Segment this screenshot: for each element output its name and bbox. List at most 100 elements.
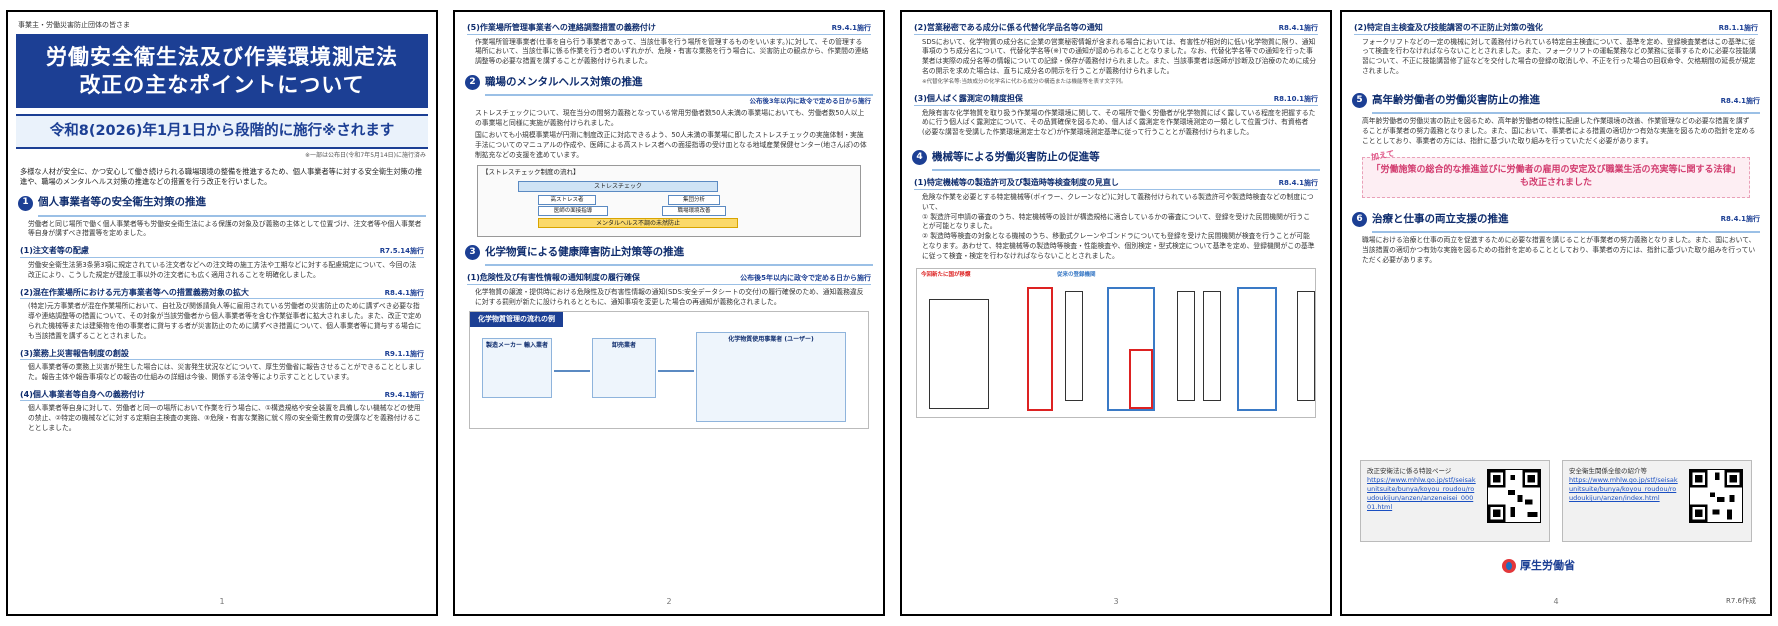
subsection-text: 危険有害な化学物質を取り扱う作業場の作業環境に関して、その場所で働く労働者が化学… xyxy=(922,108,1316,137)
subsection-3-heading: (3)業務上災害報告制度の創設 R9.1.1施行 xyxy=(20,348,424,361)
created-date: R7.6作成 xyxy=(1726,596,1756,605)
section-text: 労働者と同じ場所で働く個人事業者等も労働安全衛生法による保護の対象及び義務の主体… xyxy=(28,219,422,238)
also-label: 加えて xyxy=(1370,148,1396,162)
section-number: 4 xyxy=(912,150,927,166)
also-text: 「労働施策の総合的な推進並びに労働者の雇用の安定及び職業生活の充実等に関する法律… xyxy=(1371,164,1741,189)
title-line-2: 改正の主なポイントについて xyxy=(79,73,365,98)
process-box xyxy=(1203,290,1221,401)
divider xyxy=(38,214,426,217)
inspection-flow-diagram: 今回新たに国が移譲 従来の登録機関 xyxy=(916,267,1316,418)
flow-caption: 【ストレスチェック制度の流れ】 xyxy=(482,167,580,176)
subsection-text: 個人事業者等の業務上災害が発生した場合には、災害発生状況などについて、厚生労働省… xyxy=(28,363,422,381)
subsection-date: R8.10.1施行 xyxy=(1273,94,1318,103)
subsection-title: (3)業務上災害報告制度の創設 xyxy=(20,348,129,358)
stress-check-flow-diagram: 【ストレスチェック制度の流れ】 ストレスチェック 高ストレス者 集団分析 医師の… xyxy=(477,164,861,237)
subsection-date: R8.1.1施行 xyxy=(1718,24,1758,32)
effective-note: ※一部は公布日(令和7年5月14日)に施行済み xyxy=(305,151,426,159)
section-text: 高年齢労働者の労働災害の防止を図るため、高年齢労働者の特性に配慮した作業環境の改… xyxy=(1362,117,1756,145)
subsection-4-heading: (4)個人事業者等自身への義務付け R9.4.1施行 xyxy=(20,389,424,402)
also-amended-banner: 加えて 「労働施策の総合的な推進並びに労働者の雇用の安定及び職業生活の充実等に関… xyxy=(1362,149,1750,198)
user-label: 化学物質使用事業者 (ユーザー) xyxy=(728,336,814,344)
section-title: 化学物質による健康障害防止対策等の推進 xyxy=(485,245,685,258)
list-item: ② 製造時等検査の対象となる機械のうち、移動式クレーンやゴンドラについても登録を… xyxy=(922,232,1315,260)
section-date: R8.4.1施行 xyxy=(1720,96,1760,105)
links-area: 改正安衛法に係る特設ページ https://www.mhlw.go.jp/stf… xyxy=(1360,460,1752,542)
divider xyxy=(485,94,873,97)
subsection-title: (1)特定機械等の製造許可及び製造時等検査制度の見直し xyxy=(914,178,1119,188)
diagram-header: 化学物質管理の流れの例 xyxy=(470,312,563,327)
section-number: 6 xyxy=(1352,211,1367,227)
distributor-box xyxy=(592,338,656,399)
arrow-icon xyxy=(658,370,694,373)
flow-prevention: メンタルヘルス不調の未然防止 xyxy=(538,217,738,228)
subsection-title: (3)個人ばく露測定の精度担保 xyxy=(914,93,1023,103)
legend-blue: 従来の登録機関 xyxy=(1057,271,1096,278)
subsection-text: 危険な作業を必要とする特定機械等(ボイラー、クレーンなど)に対して義務付けられて… xyxy=(922,192,1314,211)
subsection-text: フォークリフトなどの一定の機械に対して義務付けられている特定自主検査について、基… xyxy=(1362,37,1756,76)
link-url[interactable]: https://www.mhlw.go.jp/stf/seisakunitsui… xyxy=(1367,476,1476,511)
flow-high-stress: 高ストレス者 xyxy=(538,194,596,205)
page-2: (5)作業場所管理事業者への連絡調整措置の義務付け R9.4.1施行 作業場所管… xyxy=(453,10,885,616)
qr-code-icon xyxy=(1487,469,1541,523)
arrow-icon xyxy=(554,370,590,373)
hero-banner: 労働安全衛生法及び作業環境測定法 改正の主なポイントについて xyxy=(16,34,428,108)
section-title: 治療と仕事の両立支援の推進 xyxy=(1372,212,1509,225)
page-number: 2 xyxy=(666,597,672,607)
process-box xyxy=(1065,290,1083,401)
ministry-name: 厚生労働省 xyxy=(1520,559,1575,572)
section-text: 国においても小規模事業場が円滑に制度改正に対応できるよう、50人未満の事業場に即… xyxy=(475,131,867,160)
subsection-date: R8.4.1施行 xyxy=(384,288,424,297)
list-item: ① 製造許可申請の審査のうち、特定機械等の設計が構造規格に適合しているかの審査に… xyxy=(922,212,1311,231)
section-number: 5 xyxy=(1352,93,1367,109)
subsection-text: 個人事業者等自身に対して、労働者と同一の場所において作業を行う場合に、①構造規格… xyxy=(28,404,421,433)
section-text: 職場における治療と仕事の両立を促進するために必要な措置を講じることが事業者の努力… xyxy=(1362,235,1756,264)
section-title: 機械等による労働災害防止の促進等 xyxy=(932,151,1100,164)
subsection-text: (特定)元方事業者が混在作業場所において、自社及び関係請負人等に雇用されている労… xyxy=(28,302,422,340)
qr-code-icon xyxy=(1689,469,1743,523)
subsection-title: (2)特定自主検査及び技能講習の不正防止対策の強化 xyxy=(1354,23,1543,32)
divider xyxy=(485,264,873,267)
section-number: 1 xyxy=(18,195,33,211)
subsection-title: (5)作業場所管理事業者への連絡調整措置の義務付け xyxy=(467,23,656,32)
subsection-text: SDSにおいて、化学物質の成分名に企業の営業秘密情報が含まれる場合においては、有… xyxy=(922,37,1317,76)
page-number: 3 xyxy=(1113,597,1119,607)
subsection-date: R8.4.1施行 xyxy=(1278,24,1318,32)
subsection-10-heading: (2)特定自主検査及び技能講習の不正防止対策の強化 R8.1.1施行 xyxy=(1354,22,1758,35)
subsection-7-heading: (2)営業秘密である成分に係る代替化学品名等の通知 R8.4.1施行 xyxy=(914,22,1318,35)
chemical-flow-diagram: 化学物質管理の流れの例 製造メーカー 輸入業者 卸売業者 化学物質使用事業者 (… xyxy=(469,311,869,430)
distributor-label: 卸売業者 xyxy=(611,342,636,350)
page-3: (2)営業秘密である成分に係る代替化学品名等の通知 R8.4.1施行 SDSにお… xyxy=(900,10,1332,616)
link-box-1: 改正安衛法に係る特設ページ https://www.mhlw.go.jp/stf… xyxy=(1360,460,1550,542)
subsection-date: R9.1.1施行 xyxy=(384,349,424,358)
subsection-title: (1)注文者等の配慮 xyxy=(20,246,89,256)
red-box xyxy=(1129,348,1153,409)
subsection-title: (4)個人事業者等自身への義務付け xyxy=(20,389,145,399)
link-box-2: 安全衛生関係全般の紹介等 https://www.mhlw.go.jp/stf/… xyxy=(1562,460,1752,542)
divider xyxy=(1372,112,1760,115)
subsection-date: R7.5.14施行 xyxy=(379,247,424,256)
section-3-heading: 3 化学物質による健康障害防止対策等の推進 xyxy=(465,245,873,261)
flow-workplace-improvement: 職場環境改善 xyxy=(662,205,726,216)
section-title: 高年齢労働者の労働災害防止の推進 xyxy=(1372,93,1540,106)
subsection-date: R9.4.1施行 xyxy=(384,390,424,399)
ministry-logo-icon xyxy=(1502,558,1516,573)
page-number: 1 xyxy=(219,597,225,607)
subsection-6-heading: (1)危険性及び有害性情報の通知制度の履行確保 公布後5年以内に政令で定める日か… xyxy=(467,272,871,285)
title-line-1: 労働安全衛生法及び作業環境測定法 xyxy=(46,45,398,70)
section-5-heading: 5 高年齢労働者の労働災害防止の推進 R8.4.1施行 xyxy=(1352,93,1760,109)
machine-list-box xyxy=(929,298,989,409)
flow-group-analysis: 集団分析 xyxy=(668,194,720,205)
section-6-heading: 6 治療と仕事の両立支援の推進 R8.4.1施行 xyxy=(1352,211,1760,227)
section-4-heading: 4 機械等による労働災害防止の促進等 xyxy=(912,150,1320,166)
section-date: 公布後3年以内に政令で定める日から施行 xyxy=(749,97,871,106)
link-url[interactable]: https://www.mhlw.go.jp/stf/seisakunitsui… xyxy=(1569,476,1678,502)
page-4: (2)特定自主検査及び技能講習の不正防止対策の強化 R8.1.1施行 フォークリ… xyxy=(1340,10,1772,616)
flow-doctor-interview: 医師の面接指導 xyxy=(538,205,608,216)
audience-label: 事業主・労働災害防止団体の皆さま xyxy=(18,21,130,29)
section-1-heading: 1 個人事業者等の安全衛生対策の推進 xyxy=(18,195,426,211)
subsection-text: 作業場所管理事業者(仕事を自ら行う事業者であって、当該仕事を行う場所を管理するも… xyxy=(475,37,869,66)
user-box xyxy=(696,332,846,423)
legend-red: 今回新たに国が移譲 xyxy=(921,271,971,278)
link-title: 安全衛生関係全般の紹介等 xyxy=(1569,467,1647,475)
blue-box xyxy=(1107,286,1155,411)
